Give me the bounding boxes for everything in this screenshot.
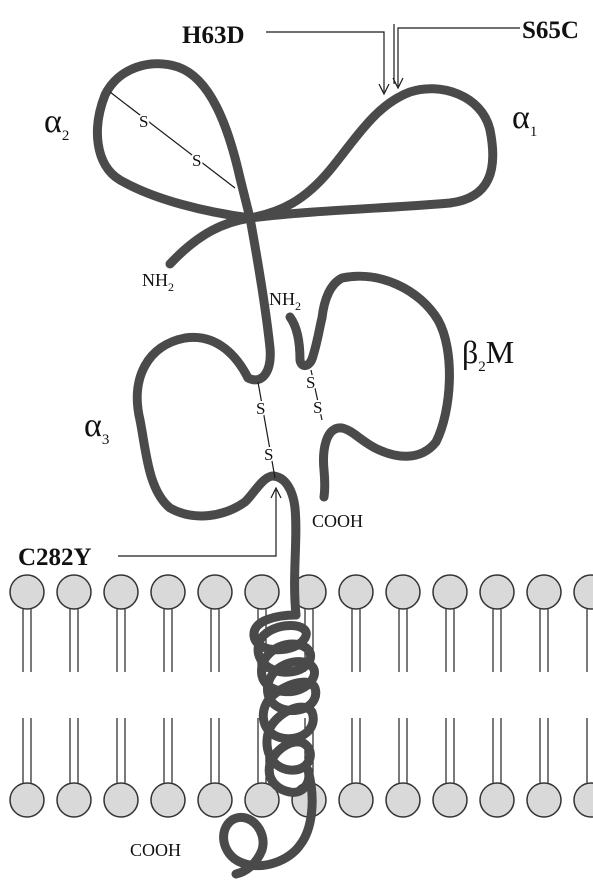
beta2m-disulfide-s2: S [313,398,322,417]
transmembrane-helix [224,615,316,874]
lipid-head [433,575,467,609]
b2m-nh2-label: NH2 [269,289,301,313]
lipid-head [151,783,185,817]
lipid-head [104,575,138,609]
lipid-head [386,783,420,817]
alpha3-disulfide-s1: S [256,399,265,418]
lipid-head [198,783,232,817]
lipid-2 [57,575,91,817]
lipid-13 [574,575,593,817]
beta2m-label: β2M [462,334,514,375]
s65c-callout: S65C [393,17,579,88]
alpha2-label: α2 [44,103,69,144]
lipid-5 [198,575,232,817]
lipid-head [245,575,279,609]
lipid-4 [151,575,185,817]
alpha2-disulfide-s1: S [139,112,148,131]
beta2m-disulfide-s1: S [306,373,315,392]
lipid-head [386,575,420,609]
alpha1-label: α1 [512,99,537,140]
lipid-head [574,575,593,609]
lipid-8 [339,575,373,817]
lipid-head [339,783,373,817]
lipid-head [527,783,561,817]
lipid-head [339,575,373,609]
c282y-label: C282Y [18,544,92,571]
alpha2-disulfide-s2: S [192,151,201,170]
lipid-head [480,575,514,609]
hfe-heavy-chain [97,64,492,874]
lipid-head [57,783,91,817]
h63d-label: H63D [182,22,245,49]
s65c-label: S65C [522,17,579,44]
lipid-1 [10,575,44,817]
lipid-head [57,575,91,609]
lipid-head [104,783,138,817]
lipid-head [527,575,561,609]
lipid-9 [386,575,420,817]
lipid-head [433,783,467,817]
membrane-bilayer [10,575,593,817]
lipid-12 [527,575,561,817]
hfe-nh2-label: NH2 [142,270,174,294]
lipid-head [10,783,44,817]
lipid-head [574,783,593,817]
hfe-cooh-label: COOH [130,840,181,860]
lipid-3 [104,575,138,817]
h63d-callout: H63D [182,22,389,94]
lipid-head [198,575,232,609]
lipid-head [151,575,185,609]
b2m-cooh-label: COOH [312,511,363,531]
lipid-10 [433,575,467,817]
lipid-head [480,783,514,817]
lipid-head [10,575,44,609]
lipid-11 [480,575,514,817]
alpha3-label: α3 [84,407,109,448]
alpha1-alpha2-domain [97,64,492,264]
alpha3-disulfide-s2: S [264,445,273,464]
